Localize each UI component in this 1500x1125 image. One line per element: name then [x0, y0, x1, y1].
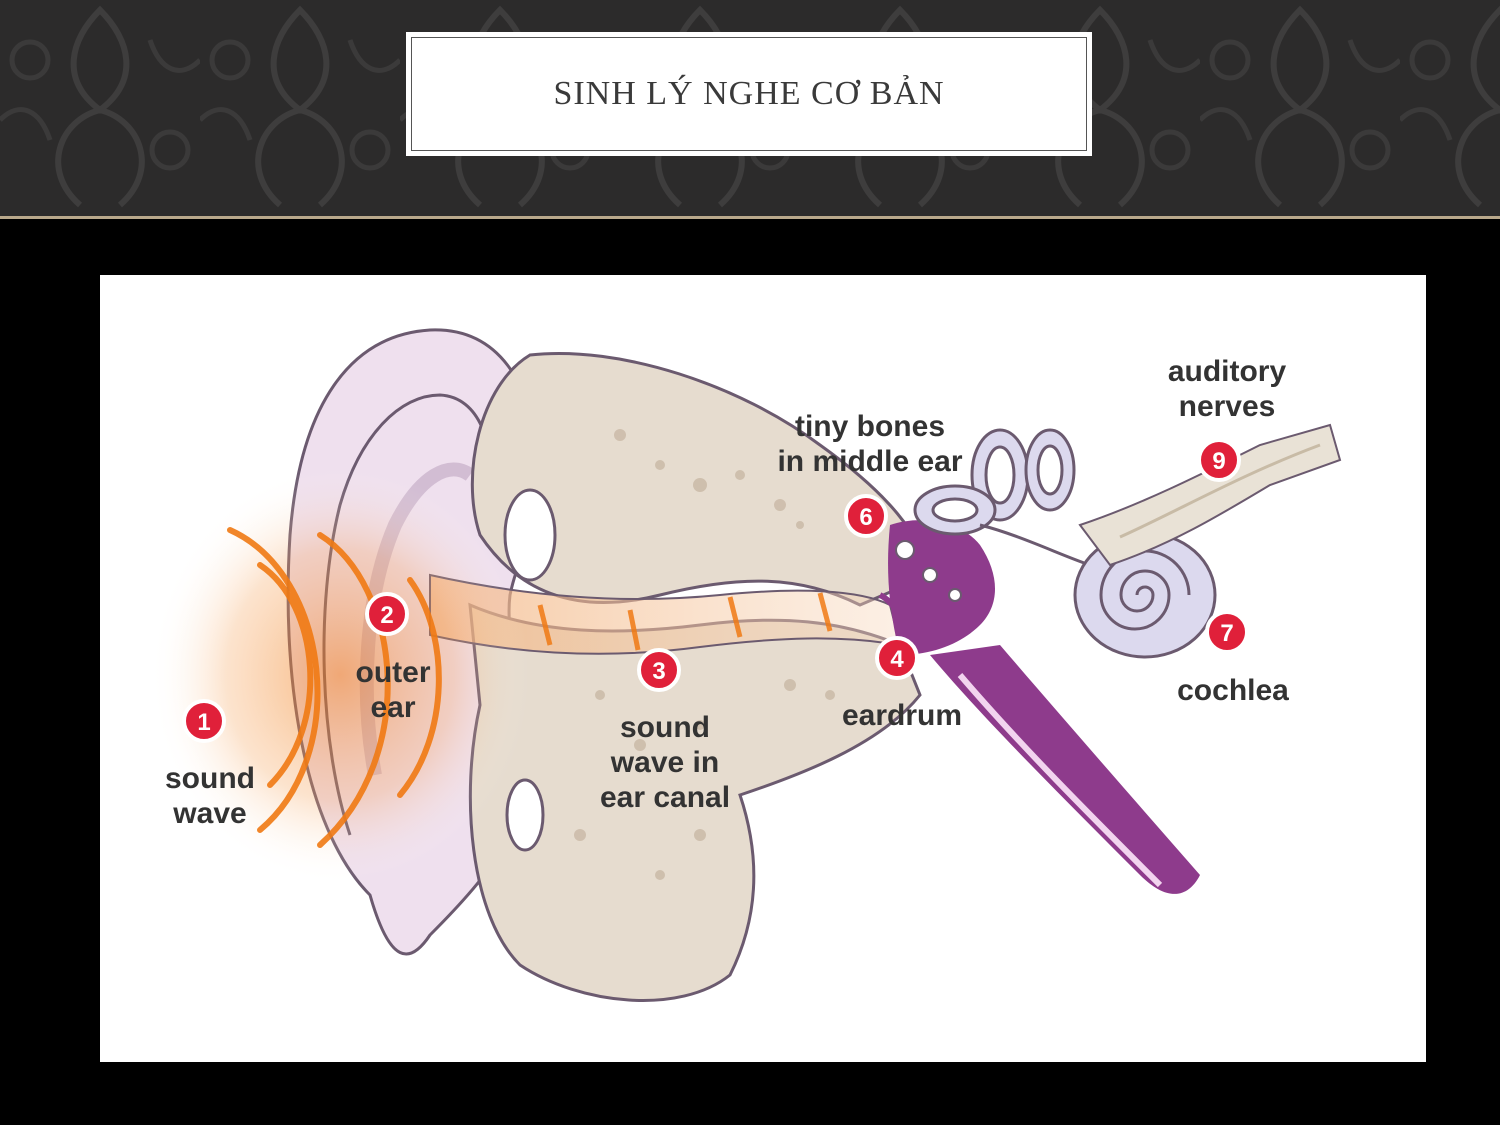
label-outer-ear-line1: outer: [356, 656, 431, 689]
label-sound-wave: 1 sound wave: [165, 699, 255, 830]
header-accent-rule: [0, 216, 1500, 219]
label-eardrum-text: eardrum: [842, 699, 962, 732]
label-sound-wave-in-ear-canal: 3 sound wave in ear canal: [600, 648, 730, 814]
marker-4-number: 4: [890, 646, 904, 673]
marker-3: [637, 648, 681, 692]
label-outer-ear: 2 outer ear: [356, 592, 431, 724]
label-cochlea: 7 cochlea: [1177, 610, 1289, 707]
marker-6-number: 6: [859, 504, 872, 531]
ear-diagram-panel: 1 sound wave 2 outer ear 3 sound wave in…: [100, 275, 1426, 1062]
label-sound-wave-line1: sound: [165, 762, 255, 795]
label-sound-wave-line2: wave: [172, 797, 246, 830]
marker-2-number: 2: [380, 602, 393, 629]
label-auditory-nerves: 9 auditory nerves: [1168, 355, 1287, 482]
marker-4: [875, 636, 919, 680]
label-tiny-bones-line1: tiny bones: [795, 410, 945, 443]
slide-title: SINH LÝ NGHE CƠ BẢN: [553, 75, 945, 112]
label-tiny-bones-line2: in middle ear: [777, 445, 962, 478]
label-eardrum: 4 eardrum: [842, 636, 962, 732]
label-ear-canal-line1: sound: [620, 711, 710, 744]
title-box: SINH LÝ NGHE CƠ BẢN: [406, 32, 1092, 156]
eustachian-tube: [930, 645, 1200, 894]
sound-wave-arcs: [227, 527, 442, 848]
marker-7: [1205, 610, 1249, 654]
marker-7-number: 7: [1220, 620, 1233, 647]
marker-9-number: 9: [1212, 448, 1225, 475]
marker-2: [365, 592, 409, 636]
ear-anatomy-illustration: 1 sound wave 2 outer ear 3 sound wave in…: [150, 328, 1342, 1002]
label-ear-canal-line2: wave in: [610, 746, 719, 779]
marker-6: [844, 494, 888, 538]
marker-1-number: 1: [197, 709, 210, 736]
label-outer-ear-line2: ear: [370, 691, 415, 724]
label-cochlea-text: cochlea: [1177, 674, 1289, 707]
label-auditory-nerves-line1: auditory: [1168, 355, 1287, 388]
marker-3-number: 3: [652, 658, 665, 685]
sound-wave-glow: [150, 465, 530, 885]
middle-ear-cavity: [888, 520, 995, 655]
label-tiny-bones: 6 tiny bones in middle ear: [777, 410, 963, 538]
label-auditory-nerves-line2: nerves: [1179, 390, 1276, 423]
semicircular-canals: [913, 428, 1076, 536]
marker-1: [182, 699, 226, 743]
marker-9: [1197, 438, 1241, 482]
label-ear-canal-line3: ear canal: [600, 781, 730, 814]
